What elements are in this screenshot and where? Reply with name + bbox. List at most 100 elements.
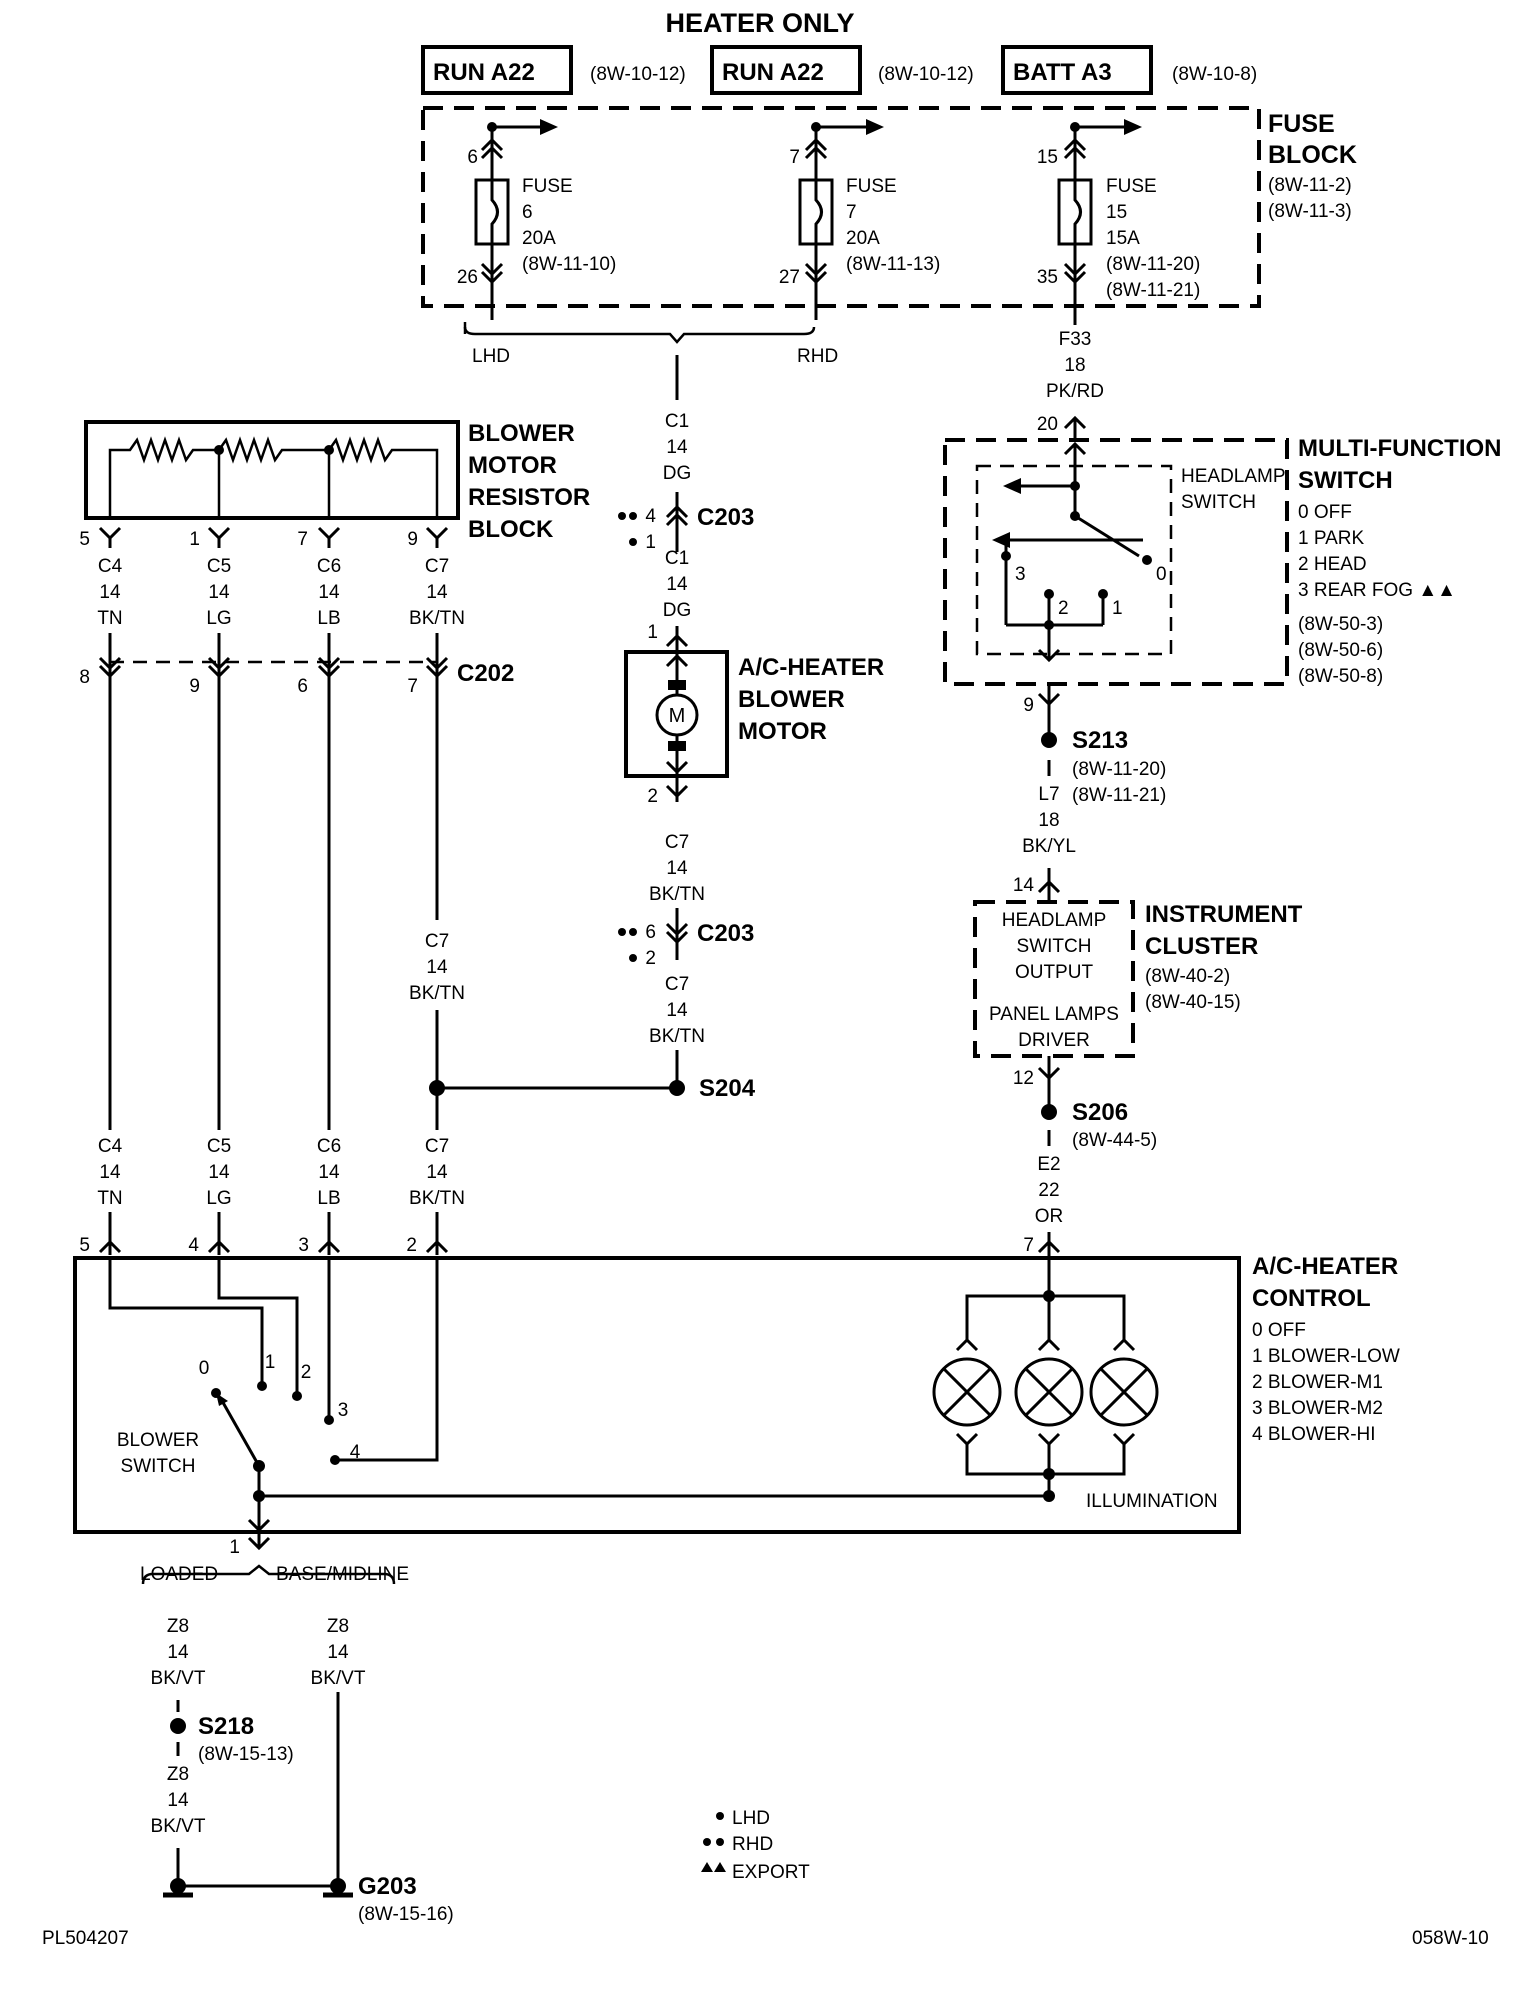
connector-c203-top: 4 1 C203 [618, 492, 754, 553]
wire-label: C7 [425, 1136, 449, 1157]
wire-label: Z8 [167, 1764, 189, 1785]
pin-label: 1 [647, 622, 658, 643]
wire-label: BK/TN [409, 608, 465, 629]
headlamp-switch-label: SWITCH [1181, 492, 1256, 513]
pin-label: 4 [188, 1235, 199, 1256]
pin-label: 3 [298, 1235, 309, 1256]
wire-label: C4 [98, 556, 123, 577]
connector-name: C202 [457, 660, 514, 687]
ground-dot [330, 1878, 346, 1894]
wire-label: 18 [1064, 355, 1085, 376]
pin-label: 2 [647, 786, 658, 807]
illumination-lamps [932, 1255, 1159, 1502]
resistor-block-label: RESISTOR [468, 484, 590, 511]
control-legend: 1 BLOWER-LOW [1252, 1346, 1400, 1367]
option-legend: LHD RHD EXPORT [701, 1808, 810, 1883]
fuse-ref: (8W-11-13) [846, 254, 940, 275]
diagram-title: HEATER ONLY [665, 8, 854, 38]
fuse-number: 15 [1106, 202, 1127, 223]
wire-label: C5 [207, 1136, 231, 1157]
wire-label: Z8 [327, 1616, 349, 1637]
motor-symbol: M [669, 705, 686, 727]
wire-label: BK/TN [649, 1026, 705, 1047]
fuse-number: 7 [846, 202, 857, 223]
cluster-label: DRIVER [1018, 1030, 1090, 1051]
pin-label: 1 [189, 529, 200, 550]
footer-page-id: 058W-10 [1412, 1928, 1489, 1949]
fuse-block-title: BLOCK [1268, 141, 1357, 169]
blower-motor-label: BLOWER [738, 686, 845, 713]
wire-label: 14 [327, 1642, 349, 1663]
pin-label: 8 [79, 667, 90, 688]
wire-label: DG [663, 463, 692, 484]
source-label: RUN A22 [433, 59, 535, 86]
headlamp-switch-label: HEADLAMP [1181, 466, 1286, 487]
mfs-legend: 2 HEAD [1298, 554, 1367, 575]
fuse-ref: (8W-11-10) [522, 254, 616, 275]
wire-label: C5 [207, 556, 231, 577]
wire-label: Z8 [167, 1616, 189, 1637]
pin-label: 14 [1013, 875, 1035, 896]
splice-s213: S213 [1072, 727, 1128, 754]
wire-label: F33 [1059, 329, 1092, 350]
mfs-ref: (8W-50-8) [1298, 666, 1383, 687]
wire-label: 14 [167, 1790, 189, 1811]
resistor-wire-c6: 7 C6 14 LB [297, 526, 341, 629]
mfs-title: MULTI-FUNCTION [1298, 435, 1502, 462]
ground-ref: (8W-15-16) [358, 1904, 454, 1925]
wire-label: C4 [98, 1136, 123, 1157]
fuse-in-pin: 6 [467, 147, 478, 168]
source-ref: (8W-10-12) [878, 64, 974, 85]
cluster-title: INSTRUMENT [1145, 901, 1303, 928]
wire-label: BK/VT [311, 1668, 366, 1689]
wire-label: 14 [167, 1642, 189, 1663]
wire-label: 18 [1038, 810, 1059, 831]
wire-label: 14 [666, 437, 688, 458]
cluster-ref: (8W-40-2) [1145, 966, 1230, 987]
illumination-label: ILLUMINATION [1086, 1491, 1218, 1512]
connector-c202: 8 9 6 7 C202 [79, 656, 514, 697]
pin-label: 7 [297, 529, 308, 550]
splice-ref: (8W-11-21) [1072, 785, 1166, 806]
wire-label: BK/YL [1022, 836, 1076, 857]
wire-label: 14 [99, 1162, 121, 1183]
splice-s206: S206 [1072, 1099, 1128, 1126]
blower-motor: M [624, 650, 729, 778]
wire-label: BK/TN [409, 1188, 465, 1209]
mfs-legend: 1 PARK [1298, 528, 1365, 549]
splice-dot [170, 1718, 186, 1734]
resistor-block-outline [84, 420, 460, 520]
switch-position: 3 [338, 1400, 349, 1421]
source-label: RUN A22 [722, 59, 824, 86]
switch-position: 0 [1156, 564, 1167, 585]
wire-label: 14 [426, 957, 448, 978]
fuse-ref: (8W-11-21) [1106, 280, 1200, 301]
wire-label: 14 [318, 1162, 340, 1183]
loaded-base-brace [141, 1564, 396, 1585]
fuse-word: FUSE [846, 176, 897, 197]
wire-label: OR [1035, 1206, 1064, 1227]
splice-ref: (8W-15-13) [198, 1744, 294, 1765]
pin-label: 4 [645, 506, 656, 527]
wire-label: 14 [208, 582, 230, 603]
switch-position: 1 [1112, 598, 1123, 619]
cluster-label: SWITCH [1017, 936, 1092, 957]
cluster-title: CLUSTER [1145, 933, 1258, 960]
wire-label: TN [97, 608, 122, 629]
pin-label: 7 [1023, 1235, 1034, 1256]
wire-label: E2 [1037, 1154, 1060, 1175]
switch-position: 4 [350, 1442, 361, 1463]
fuse-amps: 20A [846, 228, 880, 249]
fuse-out-pin: 35 [1037, 267, 1058, 288]
blower-switch-label: BLOWER [117, 1430, 199, 1451]
blower-motor-label: A/C-HEATER [738, 654, 884, 681]
wire-label: BK/TN [409, 983, 465, 1004]
wire-label: PK/RD [1046, 381, 1104, 402]
pin-label: 9 [407, 529, 418, 550]
resistor-block-label: BLOWER [468, 420, 575, 447]
fuse-in-pin: 7 [789, 147, 800, 168]
wire-label: BK/TN [649, 884, 705, 905]
wire-label: LG [206, 608, 231, 629]
pin-label: 9 [189, 676, 200, 697]
pin-label: 9 [1023, 695, 1034, 716]
